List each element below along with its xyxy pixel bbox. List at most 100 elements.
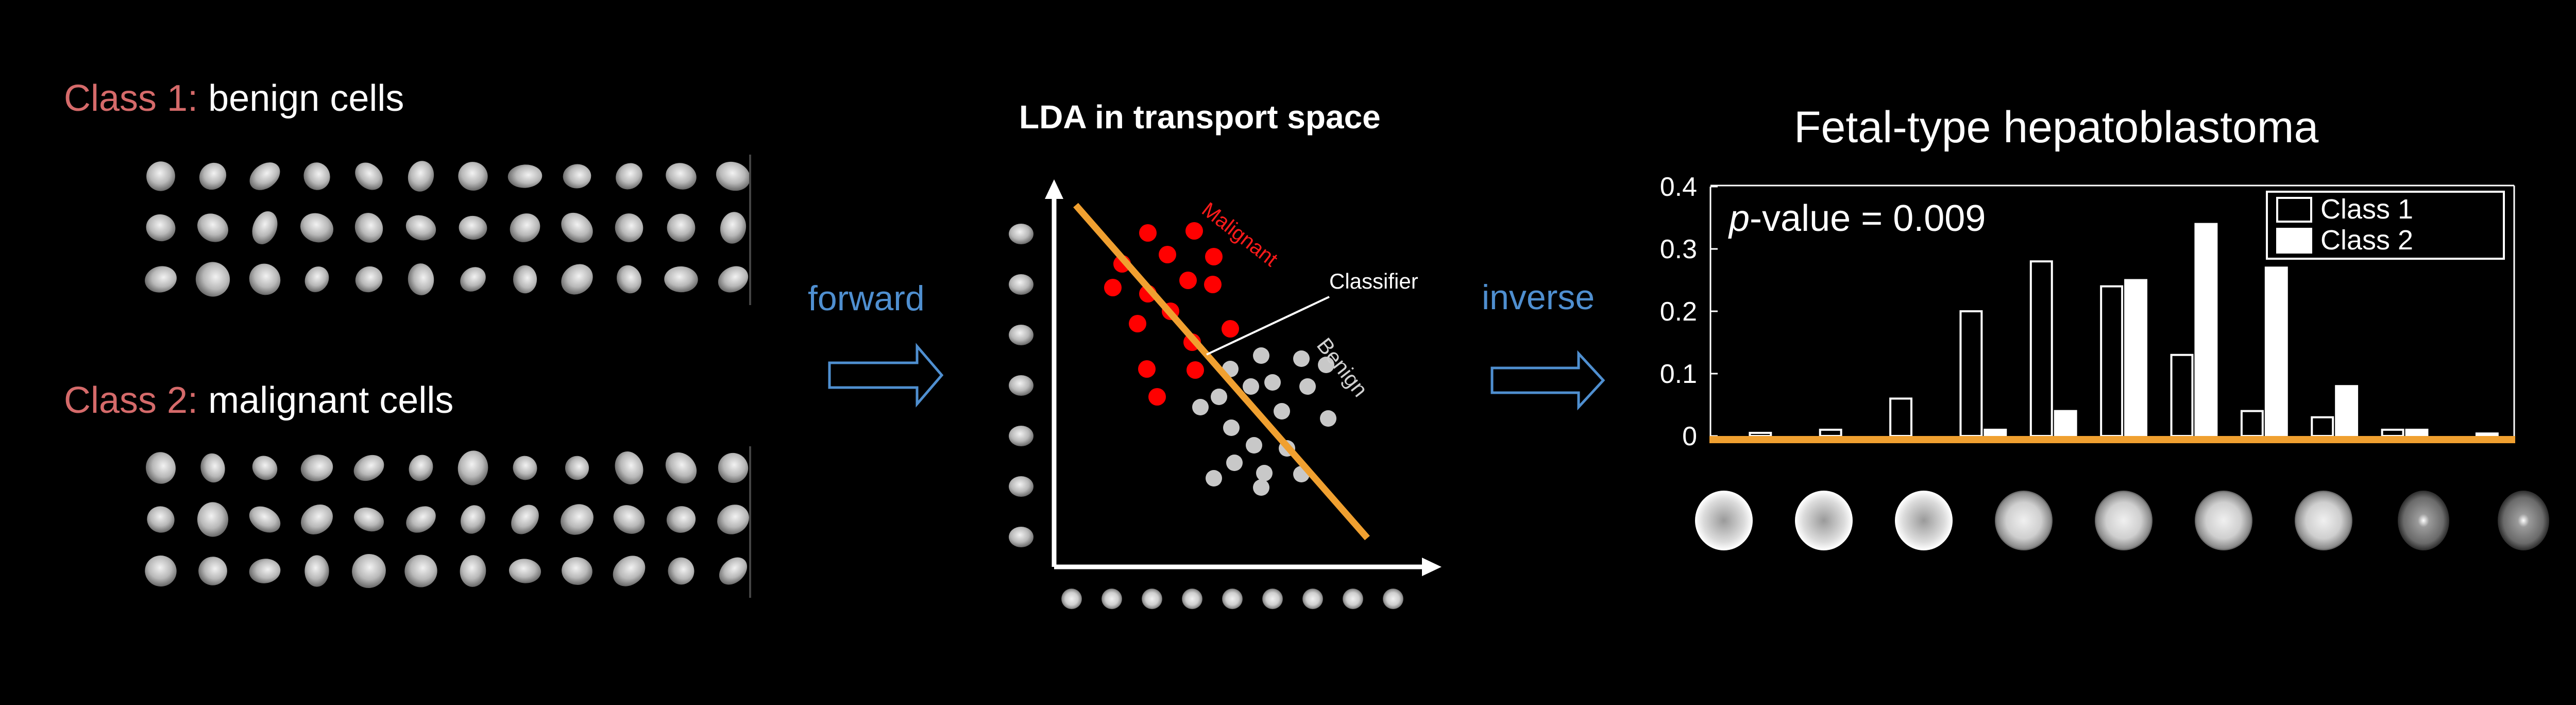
- benign-point: [1192, 399, 1209, 415]
- bar-class1: [2381, 428, 2404, 438]
- histogram-thumbnail: [1995, 491, 2053, 550]
- malignant-cell-image: [457, 450, 488, 485]
- inverse-label: inverse: [1482, 278, 1595, 317]
- benign-cell-image: [716, 161, 751, 191]
- benign-cell-image: [249, 162, 280, 190]
- malignant-cell-image: [613, 556, 646, 586]
- benign-point: [1211, 389, 1227, 405]
- y-tick-label: 0.2: [1660, 297, 1697, 327]
- histogram-thumbnail: [2095, 491, 2153, 550]
- axis-thumbnail: [1009, 426, 1033, 446]
- benign-cell-image: [354, 213, 383, 243]
- benign-cell-image: [146, 161, 175, 191]
- benign-point: [1256, 465, 1273, 481]
- malignant-point: [1104, 279, 1122, 296]
- malignant-cell-image: [249, 559, 281, 583]
- benign-cell-image: [303, 162, 330, 190]
- histogram-thumbnail: [2498, 491, 2549, 550]
- bar-class2: [2194, 223, 2218, 437]
- axis-thumbnail: [1009, 224, 1033, 244]
- benign-point: [1206, 470, 1222, 486]
- benign-cell-image: [507, 164, 543, 188]
- histogram-thumbnail: [1795, 491, 1853, 550]
- benign-cell-image: [720, 212, 747, 244]
- p-value-text: p-value = 0.009: [1728, 198, 1986, 239]
- bar-class2: [2264, 266, 2288, 437]
- histogram-thumbnail: [2398, 491, 2449, 550]
- axis-thumbnail: [1061, 589, 1082, 609]
- axis-thumbnail: [1009, 375, 1033, 396]
- malignant-cell-image: [461, 505, 485, 534]
- class1-label: Class 1: benign cells: [64, 77, 404, 120]
- benign-cell-image: [145, 266, 177, 293]
- benign-point: [1293, 350, 1310, 367]
- forward-label: forward: [808, 279, 925, 318]
- benign-cell-image: [616, 163, 642, 190]
- malignant-cell-image: [352, 553, 386, 589]
- lda-x-axis-thumbnails: [1061, 589, 1403, 609]
- axis-thumbnail: [1009, 527, 1033, 547]
- malignant-cell-grid: [145, 450, 749, 589]
- axis-thumbnail: [1343, 589, 1363, 609]
- malignant-cell-image: [615, 451, 643, 485]
- classifier-label: Classifier: [1329, 269, 1418, 293]
- benign-cell-image: [513, 265, 537, 294]
- histogram-chart: 00.10.20.30.4 p-value = 0.009 Class 1 Cl…: [1660, 172, 2515, 451]
- benign-cell-image: [355, 266, 383, 293]
- bar-class2: [2405, 428, 2429, 438]
- benign-point: [1320, 410, 1336, 427]
- bar-class1: [1889, 397, 1912, 438]
- benign-point: [1243, 378, 1259, 395]
- benign-cell-image: [563, 164, 591, 189]
- malignant-cell-image: [300, 455, 333, 481]
- benign-cell-image: [561, 212, 593, 243]
- malignant-cell-image: [353, 507, 384, 532]
- malignant-point: [1159, 246, 1176, 263]
- malignant-point: [1204, 276, 1222, 293]
- malignant-cell-image: [613, 505, 645, 534]
- benign-cell-image: [405, 215, 436, 241]
- axis-thumbnail: [1009, 476, 1033, 497]
- bar-class2: [2475, 432, 2499, 437]
- malignant-cell-image: [197, 502, 229, 537]
- benign-cell-image: [664, 266, 698, 293]
- malignant-cell-image: [406, 506, 436, 533]
- malignant-cell-image: [145, 555, 177, 587]
- benign-point: [1253, 347, 1269, 364]
- bar-class1: [1959, 310, 1983, 437]
- benign-cell-image: [460, 267, 486, 292]
- benign-point: [1246, 437, 1262, 454]
- benign-cell-image: [666, 163, 697, 190]
- malignant-cell-image: [409, 455, 433, 481]
- bars: [1749, 223, 2499, 438]
- bar-class2: [2054, 410, 2077, 437]
- inverse-arrow-icon: [1490, 350, 1605, 411]
- malignant-cell-image: [668, 557, 694, 585]
- bar-class1: [1749, 431, 1772, 438]
- bar-class2: [2335, 385, 2359, 438]
- legend-class2: Class 2: [2320, 225, 2413, 256]
- malignant-point: [1138, 360, 1156, 378]
- benign-cell-image: [199, 162, 227, 190]
- benign-point: [1318, 357, 1334, 373]
- benign-cell-image: [667, 213, 696, 242]
- malignant-cell-image: [565, 456, 589, 480]
- malignant-cell-image: [666, 506, 696, 533]
- malignant-point: [1205, 248, 1223, 265]
- y-tick-label: 0: [1682, 422, 1697, 451]
- malignant-cell-image: [200, 453, 225, 483]
- malignant-cell-image: [146, 452, 176, 484]
- legend: Class 1 Class 2: [2266, 191, 2505, 260]
- benign-cell-image: [249, 263, 281, 295]
- benign-cell-image: [408, 263, 434, 295]
- y-ticks: 00.10.20.30.4: [1660, 172, 1718, 451]
- lda-y-axis-thumbnails: [1009, 224, 1033, 547]
- axis-thumbnail: [1142, 589, 1162, 609]
- histogram-thumbnail: [2195, 491, 2252, 550]
- class1-name: benign cells: [208, 78, 404, 119]
- malignant-cell-image: [511, 505, 539, 534]
- benign-point: [1299, 378, 1316, 395]
- axis-thumbnail: [1383, 589, 1403, 609]
- histogram-title: Fetal-type hepatoblastoma: [1794, 103, 2319, 152]
